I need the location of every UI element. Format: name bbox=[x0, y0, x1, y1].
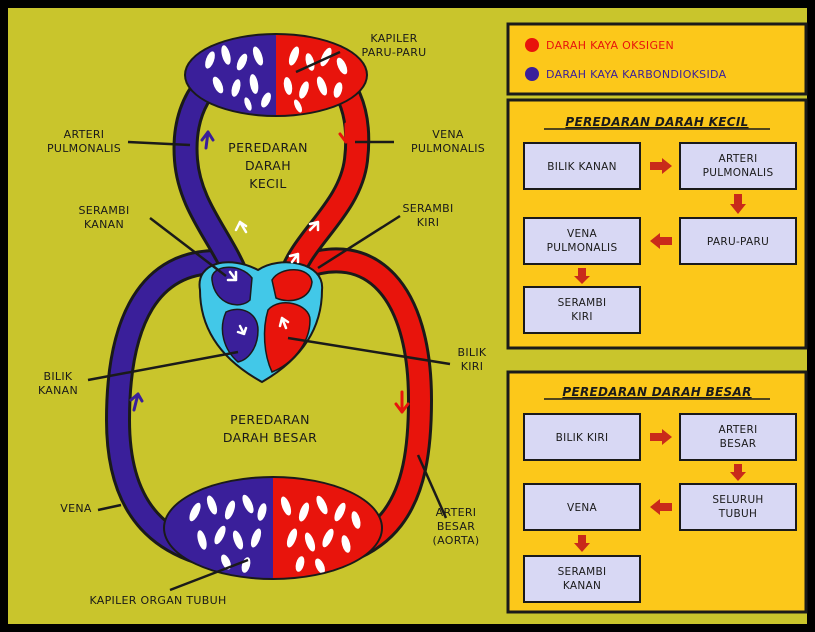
bilik-kanan-chamber bbox=[221, 308, 259, 363]
kecil-box-bilik-kanan bbox=[523, 142, 641, 190]
besar-box-2-text-1: ARTERI bbox=[719, 424, 758, 436]
label-arteri-besar-3: (AORTA) bbox=[433, 534, 480, 547]
panel-besar-title: PEREDARAN DARAH BESAR bbox=[562, 385, 751, 399]
label-bilik-kiri-1: BILIK bbox=[458, 346, 487, 359]
besar-box-bilik-kiri bbox=[523, 413, 641, 461]
panel-peredaran-besar: PEREDARAN DARAH BESAR BILIK KIRI ARTERI … bbox=[506, 370, 808, 614]
besar-box-arteri-besar bbox=[679, 413, 797, 461]
label-kapiler-organ: KAPILER ORGAN TUBUH bbox=[89, 594, 226, 607]
label-kapiler-paru-1: KAPILER bbox=[370, 32, 417, 45]
legend-label-co2: DARAH KAYA KARBONDIOKSIDA bbox=[546, 68, 727, 81]
label-serambi-kanan-2: KANAN bbox=[84, 218, 124, 231]
panel-peredaran-kecil: PEREDARAN DARAH KECIL BILIK KANAN ARTERI… bbox=[506, 98, 808, 350]
besar-box-3-text-2: TUBUH bbox=[718, 508, 757, 520]
label-vena: VENA bbox=[60, 502, 92, 515]
kecil-box-5-text-2: KIRI bbox=[571, 311, 593, 323]
legend-dot-co2 bbox=[525, 67, 539, 81]
label-peredaran-besar-2: DARAH BESAR bbox=[223, 430, 317, 445]
label-peredaran-kecil-2: DARAH bbox=[245, 158, 291, 173]
label-bilik-kanan-1: BILIK bbox=[44, 370, 73, 383]
label-serambi-kiri-2: KIRI bbox=[417, 216, 440, 229]
legend-dot-oxygen bbox=[525, 38, 539, 52]
label-peredaran-besar-1: PEREDARAN bbox=[230, 412, 310, 427]
diagram-labels: KAPILER PARU-PARU ARTERI PULMONALIS VENA… bbox=[38, 32, 487, 607]
besar-box-3-text-1: SELURUH bbox=[712, 494, 763, 506]
besar-box-serambi-kanan bbox=[523, 555, 641, 603]
kecil-box-arteri-pulmonalis bbox=[679, 142, 797, 190]
kecil-box-3-text: PARU-PARU bbox=[707, 236, 769, 248]
label-arteri-pulmonalis-1: ARTERI bbox=[64, 128, 105, 141]
kecil-box-paru-paru bbox=[679, 217, 797, 265]
kecil-box-vena-pulmonalis bbox=[523, 217, 641, 265]
panel-kecil-title: PEREDARAN DARAH KECIL bbox=[565, 115, 748, 129]
legend-label-oxygen: DARAH KAYA OKSIGEN bbox=[546, 39, 674, 52]
besar-box-4-text: VENA bbox=[567, 502, 598, 514]
kecil-box-2-text-2: PULMONALIS bbox=[703, 167, 774, 179]
besar-box-1-text: BILIK KIRI bbox=[556, 432, 609, 444]
pointer-lines bbox=[87, 50, 451, 592]
kecil-box-4-text-2: PULMONALIS bbox=[547, 242, 618, 254]
besar-box-2-text-2: BESAR bbox=[720, 438, 757, 450]
besar-box-5-text-2: KANAN bbox=[563, 580, 601, 592]
besar-box-vena bbox=[523, 483, 641, 531]
flow-arrows bbox=[226, 220, 320, 336]
direction-arrows bbox=[129, 122, 410, 414]
besar-flow-arrows bbox=[574, 429, 746, 552]
besar-box-5-text-1: SERAMBI bbox=[558, 566, 607, 578]
label-arteri-pulmonalis-2: PULMONALIS bbox=[47, 142, 121, 155]
serambi-kiri-chamber bbox=[271, 269, 313, 302]
label-arteri-besar-1: ARTERI bbox=[436, 506, 477, 519]
bilik-kiri-chamber bbox=[263, 302, 311, 373]
label-peredaran-kecil-3: KECIL bbox=[249, 176, 286, 191]
kecil-box-2-text-1: ARTERI bbox=[719, 153, 758, 165]
label-vena-pulmonalis-1: VENA bbox=[432, 128, 464, 141]
label-arteri-besar-2: BESAR bbox=[437, 520, 475, 533]
heart bbox=[198, 261, 324, 384]
kecil-box-serambi-kiri bbox=[523, 286, 641, 334]
besar-box-seluruh-tubuh bbox=[679, 483, 797, 531]
label-serambi-kanan-1: SERAMBI bbox=[78, 204, 129, 217]
label-kapiler-paru-2: PARU-PARU bbox=[362, 46, 427, 59]
kecil-box-4-text-1: VENA bbox=[567, 228, 598, 240]
label-bilik-kanan-2: KANAN bbox=[38, 384, 78, 397]
organ-capillaries bbox=[163, 476, 383, 580]
label-vena-pulmonalis-2: PULMONALIS bbox=[411, 142, 485, 155]
label-peredaran-kecil-1: PEREDARAN bbox=[228, 140, 308, 155]
kecil-box-5-text-1: SERAMBI bbox=[558, 297, 607, 309]
label-serambi-kiri-1: SERAMBI bbox=[402, 202, 453, 215]
label-bilik-kiri-2: KIRI bbox=[461, 360, 484, 373]
kecil-flow-arrows bbox=[574, 158, 746, 284]
kecil-box-1-text: BILIK KANAN bbox=[547, 161, 617, 173]
legend: DARAH KAYA OKSIGEN DARAH KAYA KARBONDIOK… bbox=[506, 22, 808, 96]
